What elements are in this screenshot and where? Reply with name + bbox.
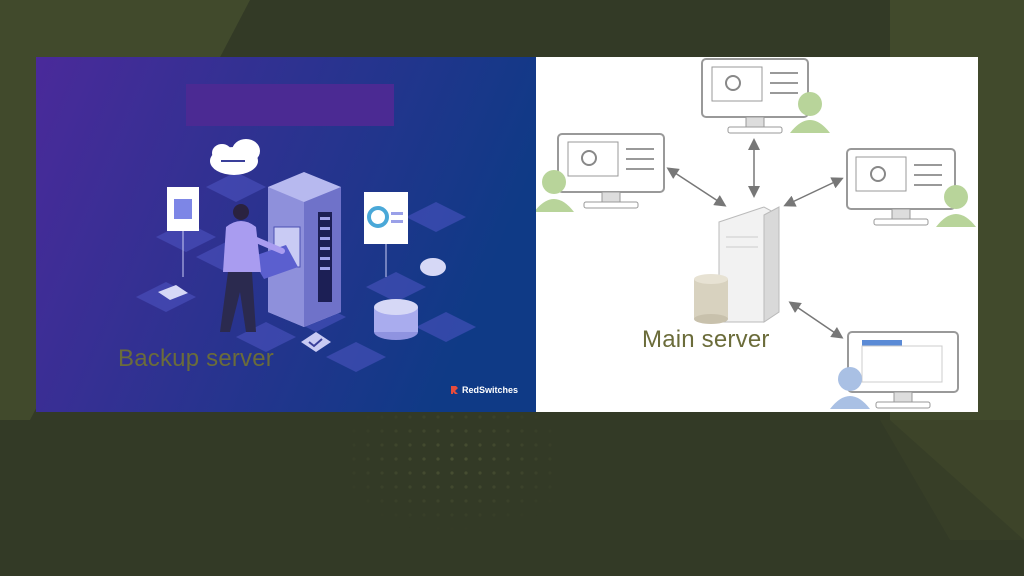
redswitches-logo: RedSwitches	[450, 385, 518, 395]
server-rack-icon	[268, 172, 341, 327]
title-bar-placeholder	[186, 84, 394, 126]
main-server-diagram	[536, 57, 978, 412]
client-monitor-left-icon	[536, 133, 665, 212]
user-avatar-icon	[944, 185, 968, 209]
backup-server-illustration	[36, 57, 536, 412]
disc-icon	[420, 258, 446, 276]
chart-panel-icon	[364, 192, 408, 277]
database-icon	[374, 299, 418, 340]
redswitches-logo-icon	[451, 386, 458, 394]
file-panel-icon	[167, 187, 199, 277]
brand-name: RedSwitches	[462, 385, 519, 395]
user-avatar-icon	[838, 367, 862, 391]
cloud-icon	[210, 139, 260, 175]
database-cylinder-icon	[694, 274, 728, 324]
dot-pattern	[350, 413, 560, 533]
person-figure	[220, 204, 285, 332]
check-badge-icon	[301, 332, 331, 352]
backup-server-caption: Backup server	[118, 345, 274, 372]
client-monitor-right-icon	[846, 148, 976, 227]
user-avatar-icon	[798, 92, 822, 116]
client-monitor-bottom-icon	[830, 331, 959, 409]
user-avatar-icon	[542, 170, 566, 194]
background-shape-bottom	[0, 420, 1024, 540]
main-server-tower-icon	[718, 206, 780, 323]
main-server-caption: Main server	[642, 326, 770, 353]
client-monitor-top-icon	[701, 58, 830, 134]
